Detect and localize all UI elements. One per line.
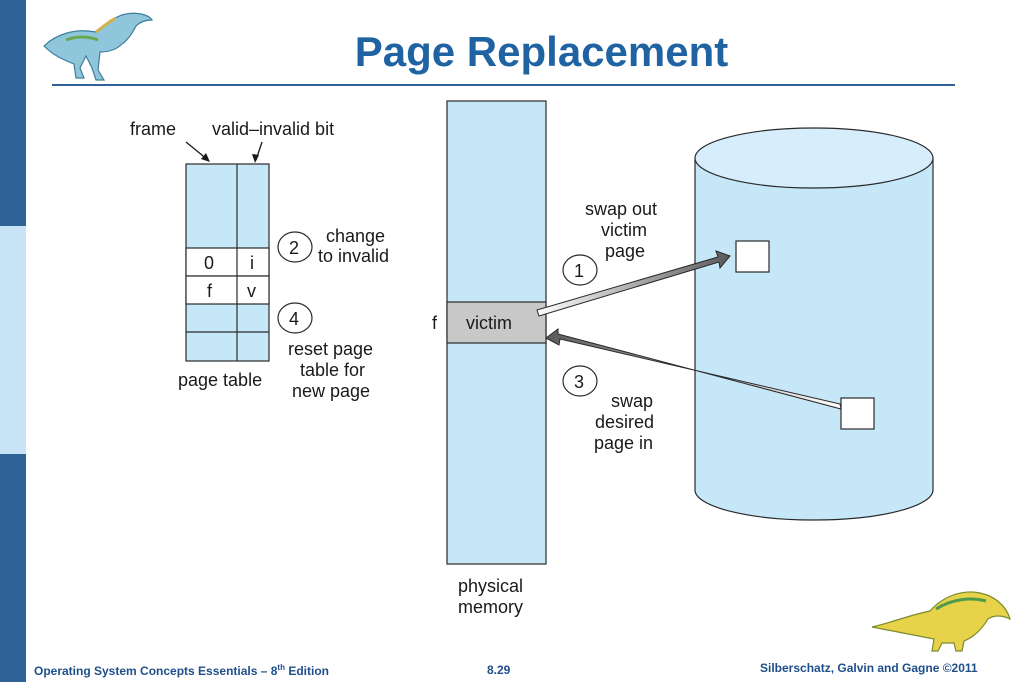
- step-4-line-1: reset page: [288, 339, 373, 359]
- footer-course-title: Operating System Concepts Essentials – 8…: [34, 663, 329, 678]
- physical-memory-label-line-1: physical: [458, 576, 523, 596]
- page-table-bit-cell-1: v: [247, 281, 256, 301]
- step-4-line-3: new page: [292, 381, 370, 401]
- victim-label: victim: [466, 313, 512, 333]
- footer-course-title-sup: th: [277, 663, 285, 672]
- dinosaur-logo-icon: [43, 12, 154, 81]
- page-table-label: page table: [178, 370, 262, 390]
- left-sidebar-highlight: [0, 226, 26, 454]
- swap-in-line-3: page in: [594, 433, 653, 453]
- bit-pointer-arrowhead: [252, 154, 259, 163]
- swap-out-line-2: victim: [601, 220, 647, 240]
- frame-f-label: f: [432, 313, 438, 333]
- swap-in-line-2: desired: [595, 412, 654, 432]
- step-2-line-1: change: [326, 226, 385, 246]
- footer-page-number: 8.29: [487, 663, 511, 677]
- victim-frame: [446, 301, 547, 344]
- physical-memory-label-line-2: memory: [458, 597, 523, 617]
- step-3-number: 3: [574, 372, 584, 392]
- frame-pointer-arrowhead: [201, 153, 210, 162]
- backing-store-disk-icon: [694, 127, 934, 521]
- swap-out-line-3: page: [605, 241, 645, 261]
- dinosaur-corner-icon: [871, 591, 1011, 652]
- frame-label: frame: [130, 119, 176, 139]
- step-4-circle: [277, 302, 313, 334]
- page-table: [185, 163, 270, 362]
- disk-desired-page-slot: [840, 397, 875, 430]
- page-title: Page Replacement: [354, 28, 729, 75]
- step-2-number: 2: [289, 238, 299, 258]
- step-2-circle: [277, 231, 313, 263]
- page-table-frame-cell-1: f: [207, 281, 213, 301]
- swap-out-line-1: swap out: [585, 199, 657, 219]
- swap-out-arrow: [536, 250, 731, 317]
- footer-copyright: Silberschatz, Galvin and Gagne ©2011: [760, 661, 978, 675]
- step-3-circle: [562, 365, 598, 397]
- swap-in-arrow: [545, 328, 842, 410]
- step-1-circle: [562, 254, 598, 286]
- step-4-number: 4: [289, 309, 299, 329]
- step-1-number: 1: [574, 261, 584, 281]
- step-2-line-2: to invalid: [318, 246, 389, 266]
- valid-invalid-bit-label: valid–invalid bit: [212, 119, 334, 139]
- page-table-frame-cell-0: 0: [204, 253, 214, 273]
- footer-course-title-tail: Edition: [284, 664, 329, 678]
- footer-course-title-main: Operating System Concepts Essentials – 8: [34, 664, 278, 678]
- page-table-bit-cell-0: i: [250, 253, 254, 273]
- swap-in-line-1: swap: [611, 391, 653, 411]
- disk-victim-page-slot: [735, 240, 770, 273]
- title-divider: [52, 84, 955, 86]
- step-4-line-2: table for: [300, 360, 365, 380]
